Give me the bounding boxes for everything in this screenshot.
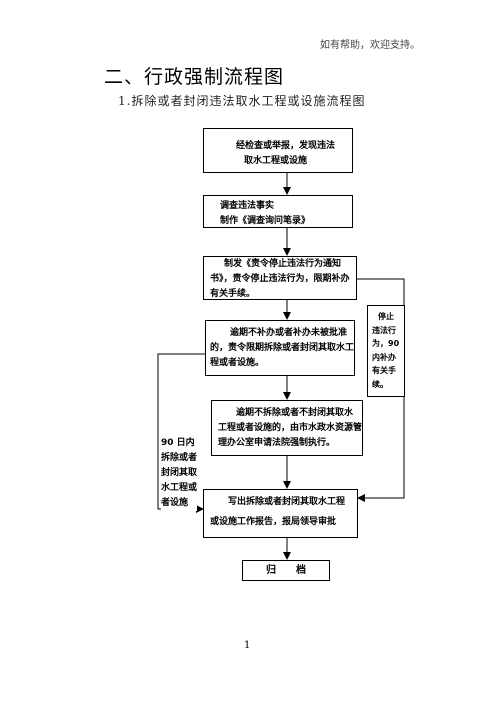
step-line: 经检查或举报，发现违法 bbox=[236, 141, 336, 151]
side-line: 者设施 bbox=[161, 498, 189, 508]
side-line: 有关手 bbox=[372, 366, 396, 375]
step-line: 有关手续。 bbox=[210, 289, 256, 299]
side-line: 水工程或 bbox=[161, 483, 198, 493]
step-line: 逾期不补办或者补办未被批准 bbox=[230, 328, 348, 338]
flow-step-discover: 经检查或举报，发现违法 取水工程或设施 bbox=[203, 128, 353, 173]
step-line: 理办公室申请法院强制执行。 bbox=[218, 438, 336, 448]
side-line: 违法行 bbox=[372, 325, 396, 335]
step-line: 工程或者设施的，由市水政水资源管 bbox=[218, 423, 363, 433]
step-line: 写出拆除或者封闭其取水工程 bbox=[228, 497, 346, 507]
subsection-title: 1.拆除或者封闭违法取水工程或设施流程图 bbox=[118, 94, 366, 108]
step-line: 取水工程或设施 bbox=[244, 156, 308, 166]
step-line: 调查违法事实 bbox=[220, 201, 275, 211]
step-line: 制作《调查询问笔录》 bbox=[220, 216, 311, 226]
flow-step-archive: 归 档 bbox=[242, 560, 330, 581]
flow-step-court-enforcement: 逾期不拆除或者不封闭其取水 工程或者设施的，由市水政水资源管 理办公室申请法院强… bbox=[211, 400, 363, 456]
step-line: 书》，责令停止违法行为，限期补办 bbox=[210, 274, 350, 284]
flow-step-order-demolish: 逾期不补办或者补办未被批准 的，责令限期拆除或者封闭其取水工 程或者设施。 bbox=[205, 320, 355, 376]
step-line: 制发《责令停止违法行为通知 bbox=[224, 259, 342, 269]
step-line: 逾期不拆除或者不封闭其取水 bbox=[236, 408, 354, 418]
flow-step-notice: 制发《责令停止违法行为通知 书》，责令停止违法行为，限期补办 有关手续。 bbox=[203, 256, 357, 300]
side-line: 内补办 bbox=[372, 352, 396, 362]
side-line: 拆除或者 bbox=[161, 453, 198, 463]
side-line: 为，90 bbox=[372, 339, 400, 348]
flow-step-investigate: 调查违法事实 制作《调查询问笔录》 bbox=[203, 195, 353, 228]
step-line: 程或者设施。 bbox=[210, 358, 265, 368]
side-note-90-days: 90 日内 拆除或者 封闭其取 水工程或 者设施 bbox=[161, 436, 198, 511]
section-title: 二、行政强制流程图 bbox=[104, 66, 285, 88]
side-line: 90 日内 bbox=[161, 438, 195, 448]
side-line: 续。 bbox=[372, 379, 388, 389]
page-number: 1 bbox=[244, 640, 251, 651]
flow-step-report: 写出拆除或者封闭其取水工程 或设施工作报告，报局领导审批 bbox=[203, 489, 358, 538]
side-line: 停止 bbox=[378, 312, 394, 321]
side-line: 封闭其取 bbox=[161, 468, 198, 478]
side-box-stop-violation: 停止 违法行 为，90 内补办 有关手 续。 bbox=[367, 305, 405, 397]
step-line: 的，责令限期拆除或者封闭其取水工 bbox=[210, 343, 355, 353]
step-line: 或设施工作报告，报局领导审批 bbox=[210, 517, 337, 527]
archive-label: 归 档 bbox=[266, 565, 306, 576]
header-note: 如有帮助，欢迎支持。 bbox=[320, 40, 420, 51]
